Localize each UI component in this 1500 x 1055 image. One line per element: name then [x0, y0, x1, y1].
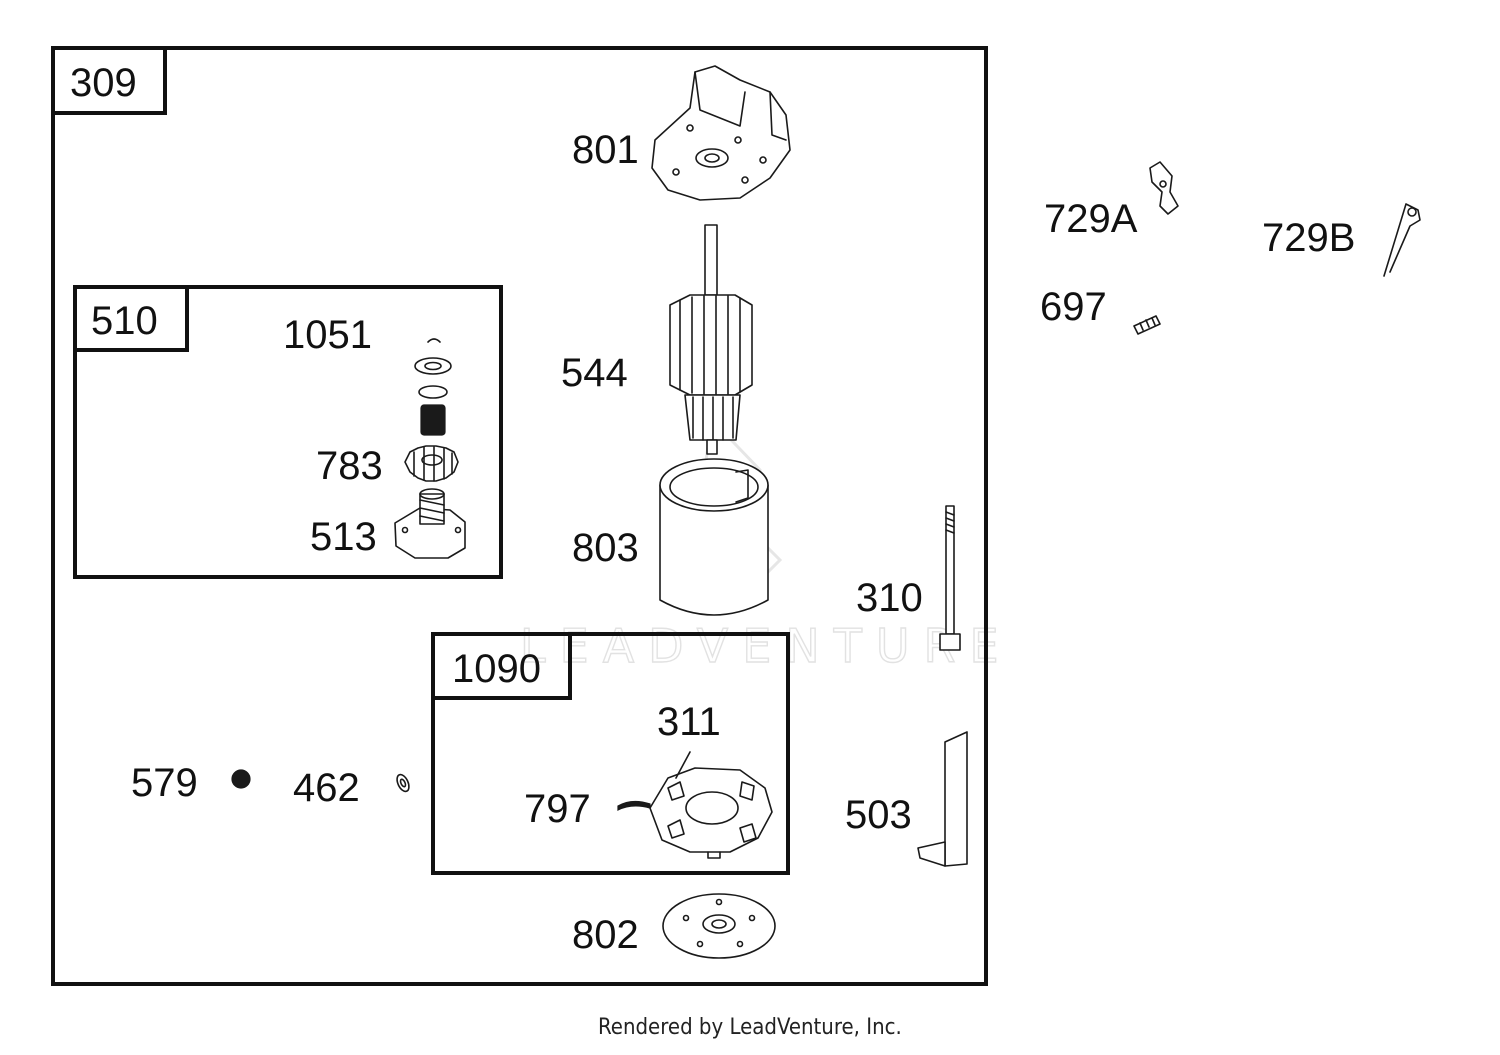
part-503-drawing [917, 731, 968, 867]
part-797-drawing [617, 800, 651, 811]
watermark-text: LEADVENTURE [520, 619, 1013, 673]
part-1051-drawing [414, 338, 452, 436]
part-544-drawing [669, 224, 753, 455]
part-label-513: 513 [310, 515, 377, 559]
part-697-drawing [1133, 315, 1161, 335]
part-label-729a: 729A [1044, 197, 1138, 241]
part-579-drawing [231, 769, 251, 789]
part-label-1051: 1051 [283, 313, 372, 357]
part-802-drawing [662, 893, 776, 959]
part-462-drawing [396, 773, 410, 793]
part-label-803: 803 [572, 526, 639, 570]
part-310-drawing [939, 505, 961, 651]
part-513-drawing [394, 488, 466, 559]
part-label-802: 802 [572, 913, 639, 957]
part-label-310: 310 [856, 576, 923, 620]
subassembly-510-number-box [73, 285, 189, 352]
part-label-579: 579 [131, 761, 198, 805]
part-729a-drawing [1149, 161, 1179, 215]
part-311-drawing [649, 751, 773, 859]
footer-credit: Rendered by LeadVenture, Inc. [598, 1015, 902, 1040]
watermark: LEADVENTURE [519, 416, 1013, 674]
assembly-number-box [51, 46, 167, 115]
subassembly-1090-number-box [431, 632, 572, 700]
subassembly-1090-frame [431, 632, 790, 875]
part-label-462: 462 [293, 766, 360, 810]
part-803-drawing [659, 458, 769, 616]
part-label-783: 783 [316, 444, 383, 488]
part-label-729b: 729B [1262, 216, 1355, 260]
part-label-311: 311 [657, 700, 721, 744]
part-783-drawing [404, 445, 459, 482]
part-729b-drawing [1383, 203, 1421, 277]
assembly-number: 309 [70, 61, 137, 105]
assembly-frame [51, 46, 988, 986]
part-label-697: 697 [1040, 285, 1107, 329]
subassembly-510-frame [73, 285, 503, 579]
part-label-544: 544 [561, 351, 628, 395]
subassembly-510-number: 510 [91, 299, 158, 343]
subassembly-1090-number: 1090 [452, 647, 541, 691]
part-label-801: 801 [572, 128, 639, 172]
part-label-797: 797 [524, 787, 591, 831]
part-801-drawing [651, 65, 791, 201]
part-label-503: 503 [845, 793, 912, 837]
